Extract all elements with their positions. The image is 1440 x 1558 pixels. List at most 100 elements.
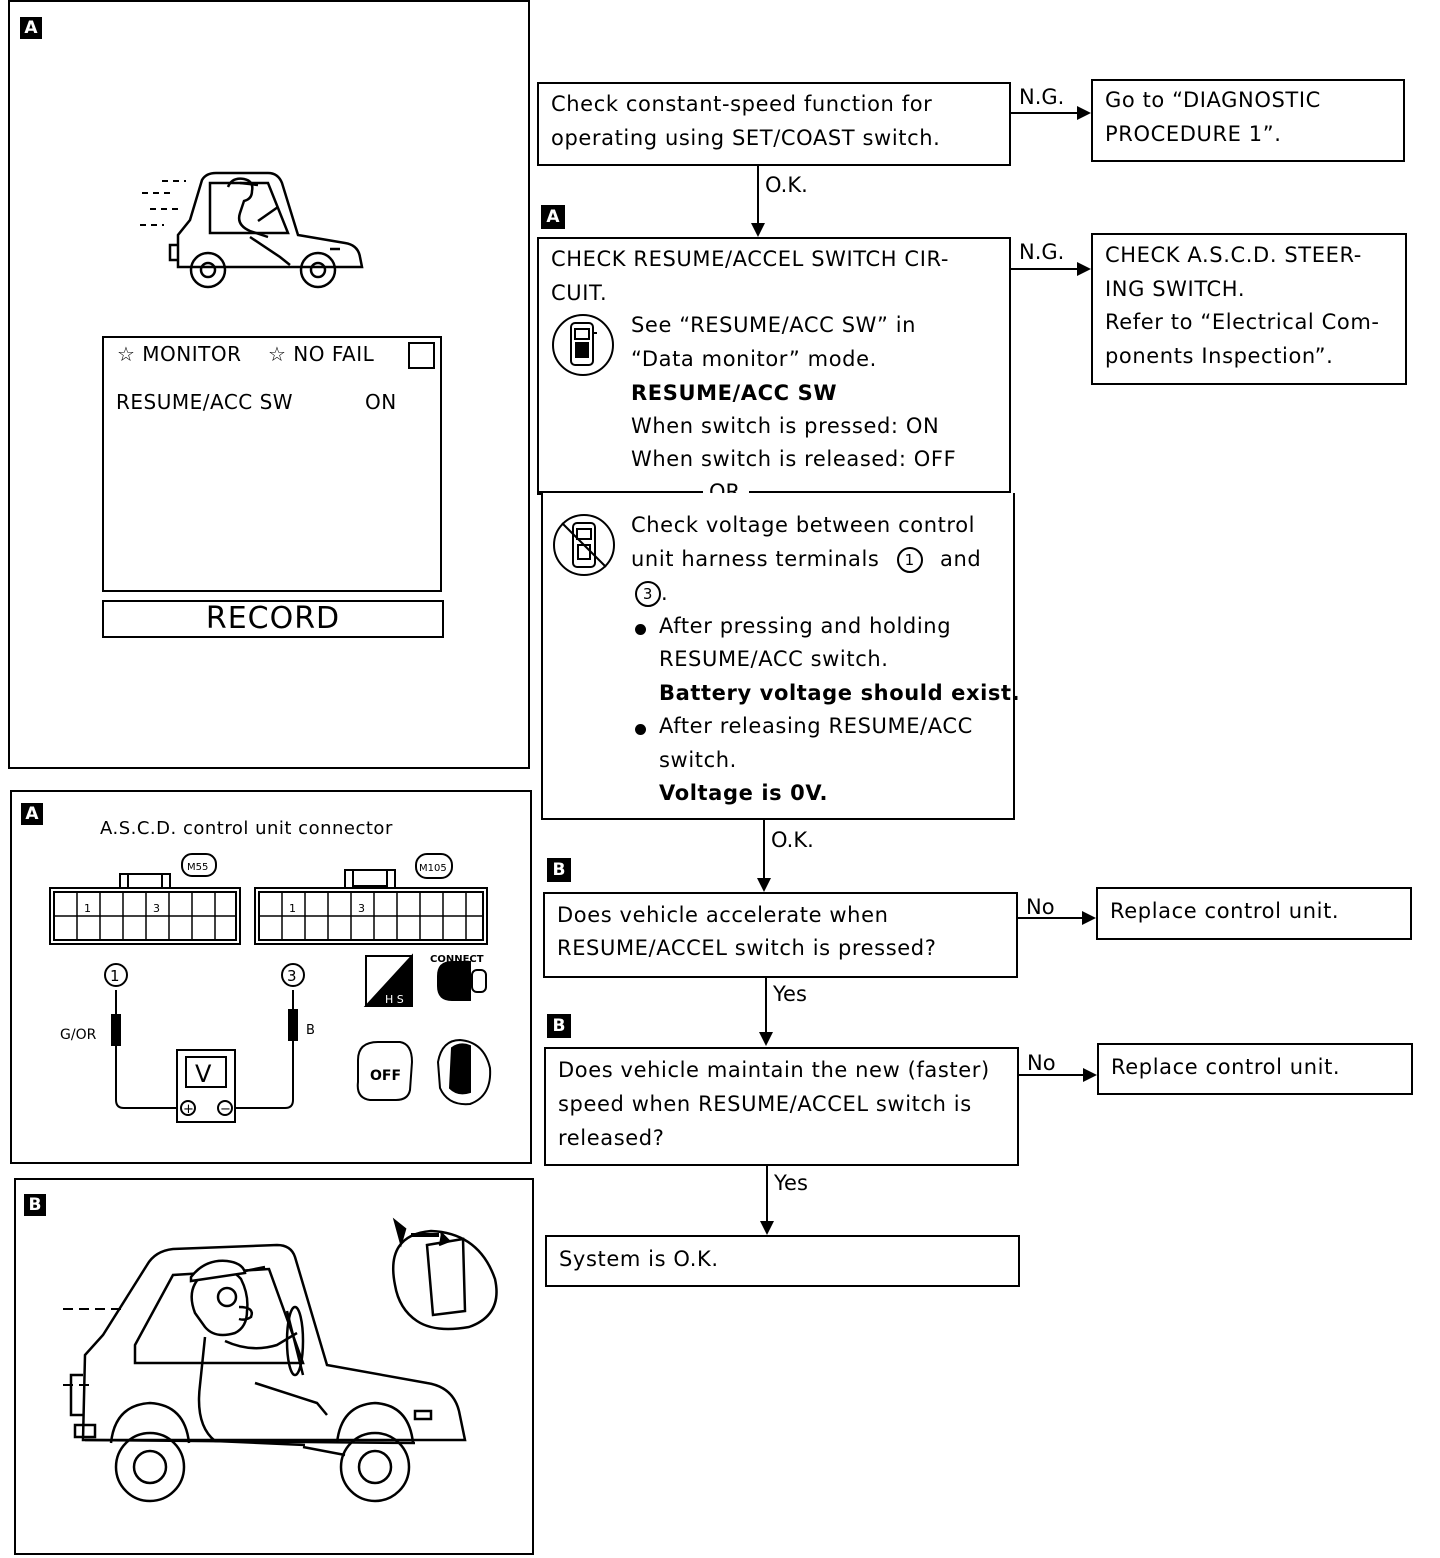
pin-3-left: 3 — [153, 902, 160, 915]
step2-box — [537, 237, 1011, 495]
step4-box — [544, 1047, 1019, 1166]
terminal-3-symbol: 3 — [635, 581, 661, 607]
step2-ng-target-line3: Refer to “Electrical Com- — [1105, 310, 1380, 334]
step3-box — [543, 892, 1018, 978]
voltmeter-minus: − — [220, 1102, 231, 1117]
step2-monitor-item: RESUME/ACC SW — [631, 381, 838, 405]
pin-1-right: 1 — [289, 902, 296, 915]
step1-ng-arrowhead — [1077, 106, 1091, 120]
step3-no-label: No — [1026, 895, 1055, 919]
step3-no-arrowhead — [1082, 911, 1096, 925]
wire-color-left: G/OR — [60, 1027, 97, 1043]
step2-ng-target-line2: ING SWITCH. — [1105, 277, 1246, 301]
step3-yes-connector — [765, 978, 767, 1034]
step2-ok-label: O.K. — [771, 828, 814, 852]
step1-line2: operating using SET/COAST switch. — [551, 126, 941, 150]
step3-no-target: Replace control unit. — [1110, 899, 1340, 923]
step2-ng-target-line1: CHECK A.S.C.D. STEER- — [1105, 243, 1362, 267]
step1-line1: Check constant-speed function for — [551, 92, 933, 116]
step2-monitor-released: When switch is released: OFF — [631, 447, 957, 471]
step2-ng-label: N.G. — [1019, 240, 1065, 264]
connector-left-id: M55 — [187, 862, 208, 873]
step3-tag: B — [547, 858, 571, 882]
panel-tag-b: B — [24, 1194, 46, 1216]
step1-ng-connector — [1011, 112, 1079, 114]
step2-ok-arrowhead — [757, 878, 771, 892]
no-consult-icon — [553, 514, 615, 576]
step4-line3: released? — [558, 1126, 665, 1150]
step1-ng-target-line2: PROCEDURE 1”. — [1105, 122, 1282, 146]
record-button[interactable] — [102, 600, 444, 638]
step2-voltage-line2-text: unit harness terminals — [631, 547, 880, 571]
bullet1-line1: After pressing and holding — [659, 614, 952, 638]
step4-no-target: Replace control unit. — [1111, 1055, 1341, 1079]
connect-label: CONNECT — [430, 954, 484, 965]
step1-ng-label: N.G. — [1019, 85, 1065, 109]
record-button-label: RECORD — [205, 601, 341, 636]
step1-ng-target-line1: Go to “DIAGNOSTIC — [1105, 88, 1321, 112]
final-box — [545, 1235, 1020, 1287]
bullet2-line2: switch. — [659, 748, 737, 772]
monitor-item-value: ON — [365, 390, 397, 414]
step2-title-line1: CHECK RESUME/ACCEL SWITCH CIR- — [551, 247, 950, 271]
step4-tag: B — [547, 1014, 571, 1038]
step2-ng-arrowhead — [1077, 262, 1091, 276]
pin-1-left: 1 — [84, 902, 91, 915]
monitor-checkbox[interactable] — [408, 342, 435, 369]
monitor-header-label: ☆ MONITOR — [117, 342, 242, 366]
final-text: System is O.K. — [559, 1247, 719, 1271]
panel-tag-a-connector: A — [21, 803, 43, 825]
connector-right-id: M105 — [419, 863, 447, 874]
car-driving-illustration — [140, 171, 364, 289]
step4-no-connector — [1019, 1074, 1085, 1076]
step1-ok-connector — [757, 166, 759, 225]
panel-a-connector — [10, 790, 532, 1164]
step2-ng-target-box — [1091, 233, 1407, 385]
connector-diagram: M55 M105 1 3 1 3 1 3 G/OR B V + − H S CO… — [49, 853, 492, 1123]
bullet-1 — [635, 624, 646, 635]
step1-ok-label: O.K. — [765, 173, 808, 197]
or-divider-right — [749, 491, 1011, 493]
step2-voltage-box — [541, 493, 1015, 820]
panel-a-monitor — [8, 0, 530, 769]
step1-ok-arrowhead — [751, 223, 765, 237]
bullet2-spec: Voltage is 0V. — [659, 781, 829, 805]
step3-no-target-box — [1096, 887, 1412, 940]
step2-ng-target-line4: ponents Inspection”. — [1105, 344, 1334, 368]
step4-yes-label: Yes — [774, 1171, 808, 1195]
step2-tag: A — [541, 205, 565, 229]
connector-title: A.S.C.D. control unit connector — [100, 818, 393, 839]
step2-voltage-and: and — [940, 547, 982, 571]
step2-voltage-period: . — [661, 581, 669, 605]
step3-yes-label: Yes — [773, 982, 807, 1006]
driver-illustration — [63, 1217, 498, 1503]
consult-monitor-icon — [552, 314, 614, 376]
voltmeter-label: V — [195, 1060, 212, 1088]
off-label: OFF — [370, 1068, 401, 1084]
step1-box — [537, 82, 1011, 166]
step3-no-connector — [1018, 917, 1084, 919]
no-fail-label: ☆ NO FAIL — [268, 342, 375, 366]
bullet1-spec: Battery voltage should exist. — [659, 681, 1021, 705]
panel-b-driving — [14, 1178, 534, 1555]
step4-no-target-box — [1097, 1043, 1413, 1095]
data-monitor-screen — [102, 336, 442, 592]
step2-voltage-line3: 3. — [635, 576, 668, 610]
step4-yes-connector — [766, 1166, 768, 1223]
step2-voltage-line1: Check voltage between control — [631, 513, 976, 537]
panel-tag-a: A — [20, 17, 42, 39]
or-divider-left — [539, 491, 703, 493]
monitor-item-label: RESUME/ACC SW — [116, 390, 294, 414]
step2-title-line2: CUIT. — [551, 281, 608, 305]
terminal-1-circle: 1 — [110, 967, 120, 985]
step4-no-label: No — [1027, 1051, 1056, 1075]
wire-color-right: B — [306, 1023, 315, 1038]
step2-monitor-line1: See “RESUME/ACC SW” in — [631, 313, 917, 337]
step4-line1: Does vehicle maintain the new (faster) — [558, 1058, 990, 1082]
step4-line2: speed when RESUME/ACCEL switch is — [558, 1092, 972, 1116]
pin-3-right: 3 — [358, 902, 365, 915]
step2-voltage-line2: unit harness terminals 1 and — [631, 542, 981, 576]
bullet-2 — [635, 724, 646, 735]
terminal-3-circle: 3 — [287, 967, 297, 985]
step1-ng-target-box — [1091, 79, 1405, 162]
